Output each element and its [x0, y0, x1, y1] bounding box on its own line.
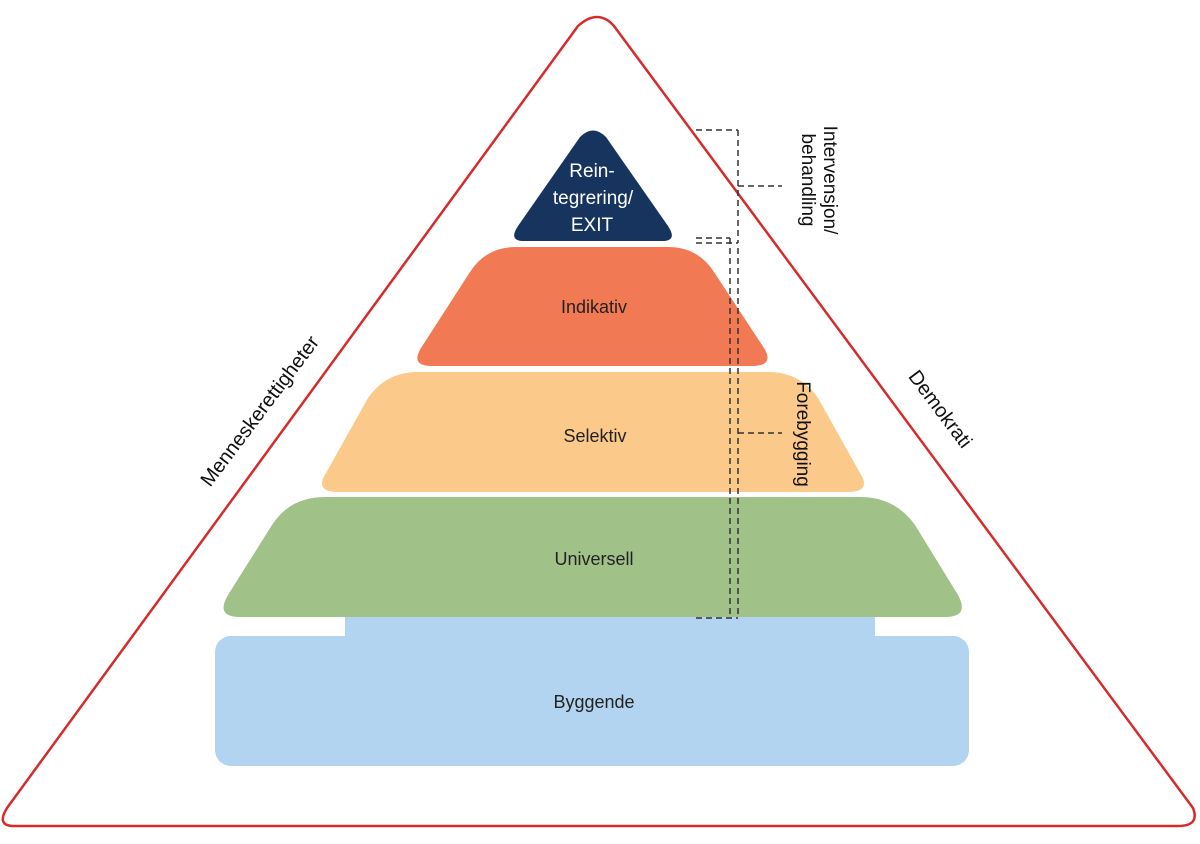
level-top-label-2: tegrering/ — [553, 188, 634, 209]
side-label-right: Demokrati — [904, 366, 976, 452]
level-indikativ-label: Indikativ — [561, 297, 627, 317]
level-top-label-3: EXIT — [571, 215, 614, 236]
outer-triangle — [1, 15, 1196, 828]
level-universell-label: Universell — [554, 549, 633, 569]
level-top — [514, 130, 672, 241]
bracket-label-intervention-2: behandling — [797, 134, 818, 227]
level-indikativ — [417, 247, 768, 366]
side-label-left: Menneskerettigheter — [197, 332, 324, 491]
bracket-intervention — [696, 129, 782, 244]
level-universell — [223, 497, 962, 617]
bracket-label-prevention: Forebygging — [792, 381, 813, 487]
bracket-prevention — [696, 237, 782, 619]
level-byggende-label: Byggende — [553, 692, 634, 712]
level-byggende — [215, 636, 969, 766]
level-selektiv — [322, 372, 864, 492]
level-selektiv-label: Selektiv — [563, 426, 626, 446]
bracket-label-intervention-1: Intervensjon/ — [819, 126, 840, 236]
level-top-label-1: Rein- — [569, 161, 614, 182]
